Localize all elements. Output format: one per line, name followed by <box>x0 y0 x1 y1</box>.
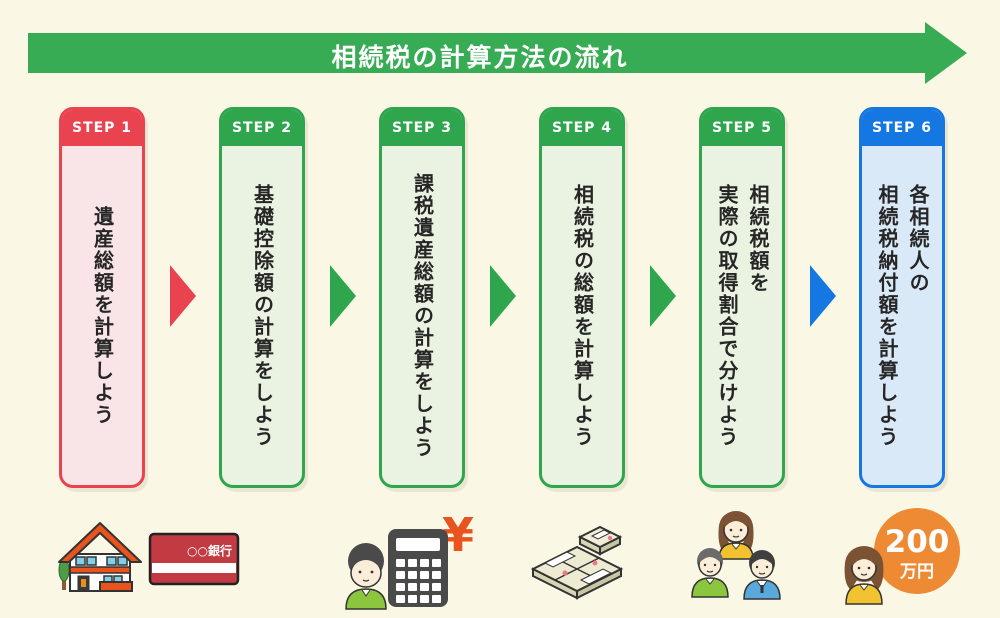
family-mother <box>718 511 754 560</box>
step-4-badge: STEP 4 <box>542 110 622 146</box>
step-card-2: STEP 2 基礎控除額の計算をしよう <box>219 107 305 488</box>
bankbook-label: ○○銀行 <box>187 543 232 558</box>
step-5-text: 相続税額を 実際の取得割合で分けよう <box>715 183 770 448</box>
step-5-body: 相続税額を 実際の取得割合で分けよう <box>702 146 782 485</box>
step-6-badge: STEP 6 <box>862 110 942 146</box>
title-banner-arrowhead-icon <box>925 22 967 84</box>
step-1-text: 遺産総額を計算しよう <box>90 205 115 426</box>
step-3-badge: STEP 3 <box>382 110 462 146</box>
step-6-body: 各相続人の 相続税納付額を計算しよう <box>862 146 942 485</box>
step-1-badge: STEP 1 <box>62 110 142 146</box>
calculator-keys <box>396 559 441 603</box>
step-2-body: 基礎控除額の計算をしよう <box>222 146 302 485</box>
step-card-3: STEP 3 課税遺産総額の計算をしよう <box>379 107 465 488</box>
step-3-body: 課税遺産総額の計算をしよう <box>382 146 462 485</box>
amount-value: 200 <box>885 524 950 560</box>
step-2-text: 基礎控除額の計算をしよう <box>250 183 275 448</box>
step-1-body: 遺産総額を計算しよう <box>62 146 142 485</box>
flow-arrow-icon-3 <box>490 265 516 327</box>
person-calculator-icon: ¥ <box>345 508 474 610</box>
family-father <box>691 548 729 598</box>
step-card-4: STEP 4 相続税の総額を計算しよう <box>539 107 625 488</box>
step-3-text: 課税遺産総額の計算をしよう <box>410 172 435 459</box>
flow-arrow-icon-1 <box>170 265 196 327</box>
woman-amount-icon: 200 万円 <box>844 508 960 605</box>
title-banner-arrow <box>28 33 925 73</box>
flow-arrow-icon-5 <box>810 265 836 327</box>
step-4-body: 相続税の総額を計算しよう <box>542 146 622 485</box>
page-title: 相続税の計算方法の流れ <box>331 43 629 72</box>
step-5-badge: STEP 5 <box>702 110 782 146</box>
flow-arrow-icon-4 <box>650 265 676 327</box>
house-icon <box>58 522 142 592</box>
step-card-6: STEP 6 各相続人の 相続税納付額を計算しよう <box>859 107 945 488</box>
step-card-5: STEP 5 相続税額を 実際の取得割合で分けよう <box>699 107 785 488</box>
bankbook-icon: ○○銀行 <box>148 532 240 586</box>
amount-badge <box>874 508 960 594</box>
step-2-badge: STEP 2 <box>222 110 302 146</box>
step-4-text: 相続税の総額を計算しよう <box>570 183 595 448</box>
money-stack-icon <box>530 525 624 600</box>
amount-unit: 万円 <box>899 562 934 582</box>
family-son <box>743 550 781 600</box>
man-figure <box>345 543 387 610</box>
family-icon <box>691 511 781 600</box>
flow-arrow-icon-2 <box>330 265 356 327</box>
step-6-text: 各相続人の 相続税納付額を計算しよう <box>875 183 930 448</box>
step-card-1: STEP 1 遺産総額を計算しよう <box>59 107 145 488</box>
heir-woman <box>844 546 884 605</box>
